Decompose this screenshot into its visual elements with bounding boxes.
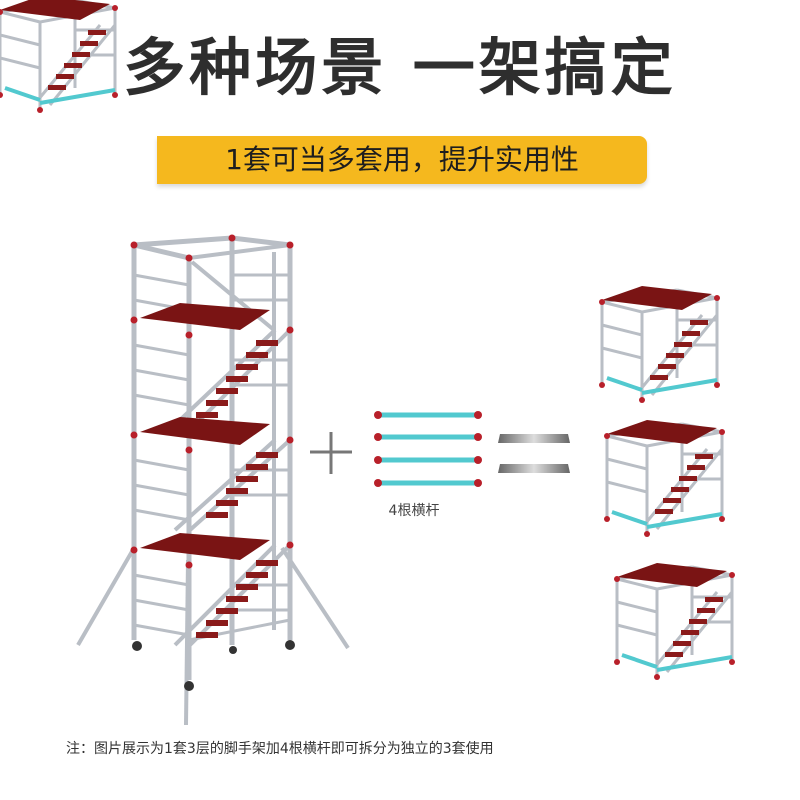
page-title: 多种场景 一架搞定 [123, 31, 677, 104]
small-scaffold-template [0, 0, 118, 113]
tower-wheels [132, 640, 295, 691]
subtitle-banner: 1套可当多套用，提升实用性 [157, 136, 647, 184]
small-scaffold-2 [602, 418, 727, 539]
footnote: 注：图片展示为1套3层的脚手架加4根横杆即可拆分为独立的3套使用 [66, 741, 494, 757]
bar [374, 433, 482, 441]
subtitle-text: 1套可当多套用，提升实用性 [225, 143, 579, 176]
bar [374, 456, 482, 464]
tower-steps [196, 340, 278, 638]
bar [374, 479, 482, 487]
tower-joints [130, 234, 294, 569]
small-scaffold-1 [597, 284, 722, 405]
small-scaffold-3 [612, 561, 737, 682]
horizontal-bars [374, 411, 482, 487]
bar [374, 411, 482, 419]
equals-icon [498, 434, 570, 473]
tower-platforms [140, 303, 270, 560]
plus-icon [310, 432, 352, 474]
bars-caption: 4根横杆 [388, 503, 440, 519]
